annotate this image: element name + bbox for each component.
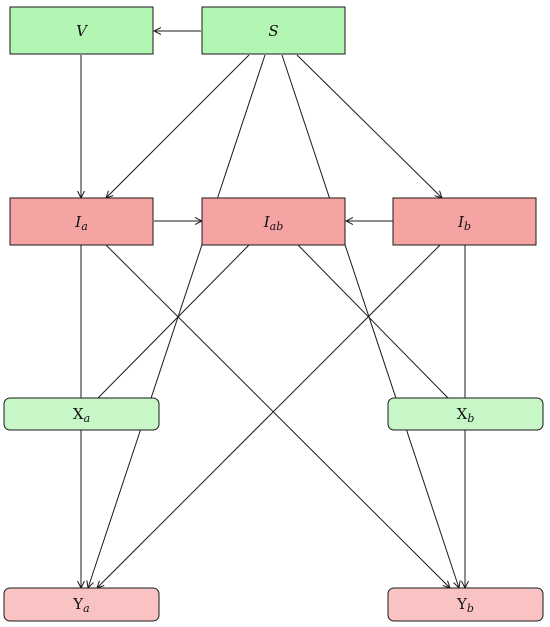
edge-s-to-ya bbox=[88, 54, 266, 588]
node-s: S bbox=[201, 6, 346, 55]
node-ya-label: Ya bbox=[72, 595, 89, 615]
node-yb-box bbox=[387, 587, 544, 622]
node-ya-box bbox=[3, 587, 160, 622]
edge-iab-to-xb bbox=[297, 244, 449, 399]
node-iab-label: Iab bbox=[263, 213, 284, 233]
node-s-box bbox=[201, 6, 346, 55]
edge-iab-to-xa bbox=[97, 244, 250, 399]
node-ib-box bbox=[392, 197, 537, 246]
node-xb-box bbox=[387, 397, 544, 431]
node-xa-box bbox=[3, 397, 160, 431]
edge-s-to-ia bbox=[106, 54, 250, 198]
node-xa-label: Xa bbox=[73, 405, 90, 425]
node-iab: Iab bbox=[201, 197, 346, 246]
edges bbox=[81, 31, 465, 588]
edge-ia-to-yb bbox=[105, 244, 450, 588]
edge-s-to-yb bbox=[281, 54, 459, 588]
node-ia-label: Ia bbox=[74, 213, 88, 233]
node-ib: Ib bbox=[392, 197, 537, 246]
node-yb-label: Yb bbox=[456, 595, 474, 615]
node-iab-box bbox=[201, 197, 346, 246]
node-ib-label: Ib bbox=[457, 213, 471, 233]
node-v-box bbox=[9, 6, 154, 55]
node-v-label: V bbox=[76, 22, 89, 40]
node-s-label: S bbox=[268, 22, 278, 40]
node-xa: Xa bbox=[3, 397, 160, 431]
node-yb: Yb bbox=[387, 587, 544, 622]
node-ia: Ia bbox=[9, 197, 154, 246]
edge-ib-to-ya bbox=[97, 244, 441, 588]
node-v: V bbox=[9, 6, 154, 55]
node-ya: Ya bbox=[3, 587, 160, 622]
node-xb-label: Xb bbox=[457, 405, 475, 425]
edge-s-to-ib bbox=[296, 54, 442, 198]
node-xb: Xb bbox=[387, 397, 544, 431]
node-ia-box bbox=[9, 197, 154, 246]
